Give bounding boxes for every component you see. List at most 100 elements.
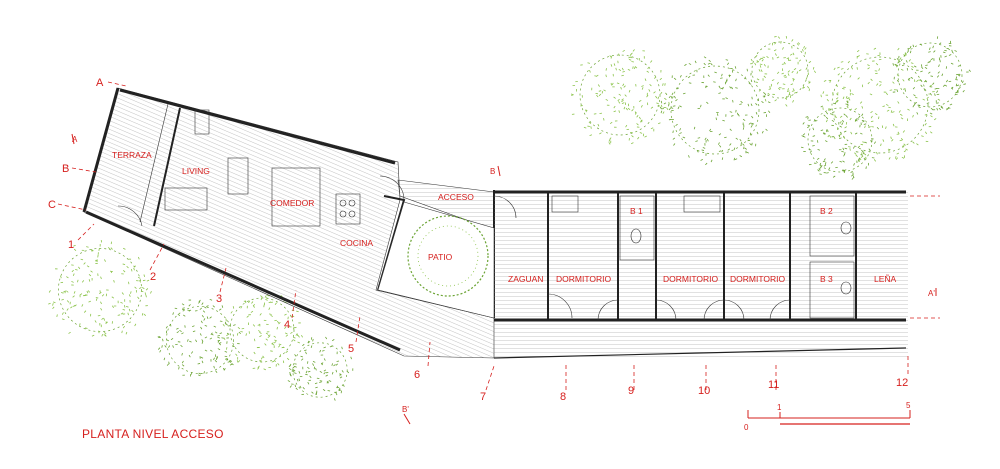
vegetation-dot: [875, 62, 879, 66]
vegetation-dot: [750, 103, 753, 107]
vegetation-dot: [198, 299, 201, 303]
vegetation-dot: [763, 95, 766, 98]
vegetation-dot: [934, 88, 938, 90]
vegetation-dot: [181, 364, 185, 367]
vegetation-dot: [296, 310, 299, 313]
vegetation-dot: [714, 71, 717, 74]
vegetation-dot: [822, 91, 825, 94]
vegetation-dot: [622, 83, 625, 87]
vegetation-dot: [634, 66, 638, 69]
vegetation-dot: [98, 330, 100, 334]
vegetation-dot: [88, 279, 91, 282]
vegetation-dot: [885, 92, 888, 96]
vegetation-dot: [879, 84, 882, 87]
vegetation-dot: [759, 58, 762, 61]
vegetation-dot: [936, 75, 940, 78]
vegetation-dot: [250, 310, 254, 313]
vegetation-dot: [195, 339, 198, 343]
tree-canopy: [292, 342, 348, 398]
vegetation-dot: [259, 360, 262, 363]
vegetation-dot: [181, 352, 183, 356]
vegetation-dot: [688, 155, 690, 158]
vegetation-dot: [305, 370, 308, 374]
vegetation-dot: [584, 109, 588, 112]
vegetation-dot: [293, 336, 296, 339]
vegetation-dot: [688, 63, 692, 65]
vegetation-dot: [936, 90, 939, 93]
grid-letter-c: C: [48, 199, 56, 211]
vegetation-dot: [235, 353, 238, 356]
vegetation-dot: [849, 75, 852, 78]
vegetation-dot: [788, 91, 791, 95]
room-label-living: LIVING: [182, 166, 210, 176]
vegetation-dot: [121, 330, 123, 334]
vegetation-dot: [655, 95, 658, 99]
vegetation-dot: [659, 106, 662, 110]
vegetation-dot: [302, 343, 305, 347]
vegetation-dot: [784, 97, 788, 100]
vegetation-dot: [913, 65, 917, 68]
vegetation-dot: [137, 296, 140, 300]
vegetation-dot: [798, 69, 802, 72]
tree-canopy: [58, 248, 142, 332]
vegetation-dot: [842, 136, 846, 139]
vegetation-dot: [188, 304, 191, 307]
vegetation-dot: [100, 301, 102, 305]
vegetation-dot: [756, 131, 759, 135]
vegetation-dot: [297, 341, 301, 344]
vegetation-dot: [768, 110, 771, 113]
vegetation-dot: [664, 97, 667, 100]
vegetation-dot: [687, 76, 691, 79]
vegetation-dot: [836, 84, 838, 88]
vegetation-dot: [853, 163, 855, 166]
vegetation-dot: [740, 100, 743, 104]
vegetation-dot: [797, 42, 801, 45]
vegetation-dot: [273, 335, 277, 338]
vegetation-dot: [282, 360, 285, 364]
vegetation-dot: [737, 113, 740, 117]
vegetation-dot: [146, 279, 150, 282]
vegetation-dot: [658, 122, 661, 125]
vegetation-dot: [835, 97, 839, 100]
vegetation-dot: [703, 56, 707, 59]
vegetation-dot: [802, 122, 805, 125]
vegetation-dot: [601, 90, 604, 94]
vegetation-dot: [172, 345, 174, 348]
vegetation-dot: [650, 60, 653, 63]
vegetation-dot: [213, 325, 217, 328]
vegetation-dot: [751, 115, 754, 119]
vegetation-dot: [61, 312, 64, 315]
vegetation-dot: [892, 63, 894, 66]
vegetation-dot: [888, 157, 891, 160]
vegetation-dot: [840, 61, 844, 63]
vegetation-dot: [86, 246, 89, 248]
vegetation-dot: [902, 79, 905, 82]
vegetation-dot: [284, 332, 288, 335]
vegetation-dot: [951, 49, 953, 53]
vegetation-dot: [212, 305, 215, 308]
vegetation-dot: [859, 101, 863, 104]
vegetation-dot: [204, 324, 208, 327]
vegetation-dot: [735, 78, 737, 82]
vegetation-dot: [325, 336, 328, 340]
vegetation-dot: [73, 244, 76, 247]
vegetation-dot: [99, 292, 102, 295]
vegetation-dot: [793, 68, 797, 71]
vegetation-dot: [867, 64, 870, 67]
vegetation-dot: [276, 326, 278, 330]
vegetation-dot: [774, 99, 777, 102]
vegetation-dot: [222, 324, 225, 327]
vegetation-dot: [933, 50, 936, 53]
vegetation-dot: [164, 345, 167, 348]
vegetation-dot: [227, 361, 231, 363]
vegetation-dot: [641, 87, 644, 90]
vegetation-dot: [170, 323, 172, 327]
vegetation-dot: [867, 81, 870, 85]
vegetation-dot: [190, 351, 194, 354]
vegetation-dot: [218, 342, 222, 344]
vegetation-dot: [774, 42, 777, 45]
vegetation-dot: [925, 131, 927, 135]
vegetation-dot: [858, 157, 861, 160]
vegetation-dot: [72, 304, 76, 307]
vegetation-dot: [904, 52, 908, 55]
